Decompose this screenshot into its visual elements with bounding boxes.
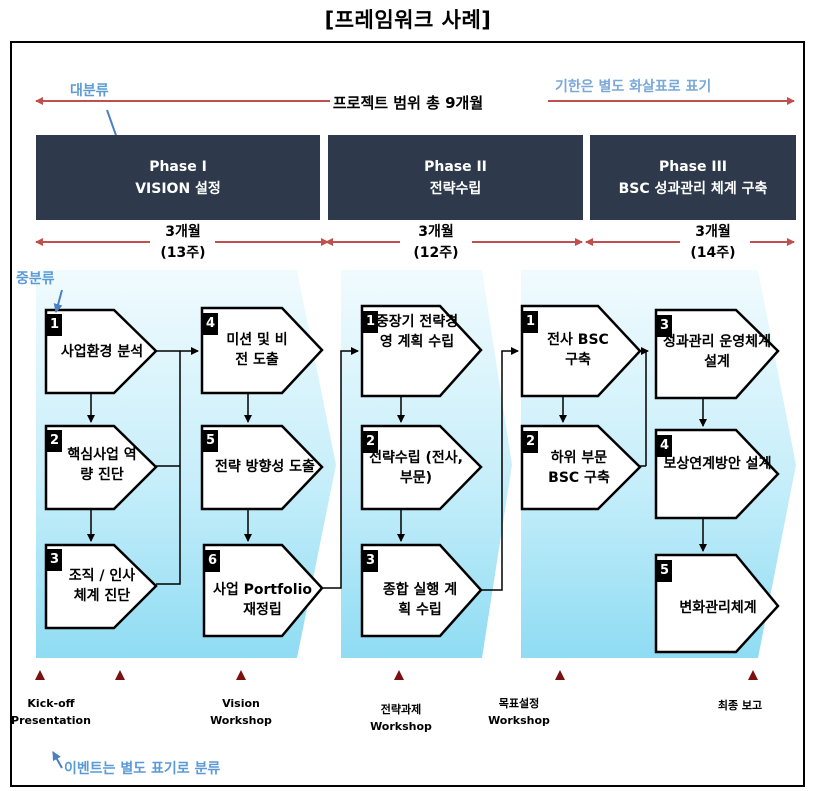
step-number: 2 [363,431,378,453]
page-title: [프레임워크 사례] [324,8,492,32]
step-text: 종합 실행 계획 수립 [382,582,458,618]
step-text: 성과관리 운영체계 설계 [663,334,771,370]
period-note: 기한은 별도 화살표로 표기 [555,79,712,95]
phase-1-header: Phase I VISION 설정 [36,135,320,220]
step-box-p3-1 [520,304,642,398]
event-note-pointer [52,751,63,769]
step-number: 4 [657,435,672,457]
phase-3-duration: 3개월 (14주) [690,224,736,261]
mid-category-note: 중분류 [16,271,55,287]
framework-frame [10,41,805,787]
event-label-vision: Vision Workshop [210,697,272,727]
step-number: 1 [363,311,378,333]
step-number: 3 [657,315,672,337]
step-number: 3 [47,549,62,571]
step-box-p1-6 [202,543,324,638]
step-text: 변화관리체계 [679,600,757,616]
step-text: 전략수립 (전사,부문) [369,450,463,486]
phase-1-duration: 3개월 (13주) [160,224,206,261]
step-text: 하위 부문 BSC 구축 [548,450,610,486]
step-number: 2 [523,431,538,453]
step-number: 3 [363,550,378,572]
phase-1-title: VISION 설정 [135,180,221,197]
event-marker [35,670,45,680]
event-label-final: 최종 보고 [717,699,763,712]
project-scope-label: 프로젝트 범위 총 9개월 [332,94,484,112]
event-label-goal: 목표설정 Workshop [488,697,550,727]
step-number: 6 [205,550,220,572]
phase-3-title: BSC 성과관리 체계 구축 [618,180,768,197]
event-label-kickoff: Kick-off Presentation [11,697,91,727]
step-box-p2-3 [360,543,483,638]
step-number: 5 [203,430,218,452]
step-box-p1-3 [44,543,158,630]
step-text: 미션 및 비전 도출 [226,332,288,368]
step-text: 사업 Portfolio 재정립 [212,582,313,618]
phase-2-duration: 3개월 (12주) [413,224,459,261]
phase-3-name: Phase III [658,158,727,175]
step-number: 1 [523,311,538,333]
step-text: 중장기 전략경영 계획 수립 [375,314,459,350]
step-box-p1-5 [200,424,324,511]
step-box-p3-2 [520,424,642,511]
step-number: 5 [657,560,672,582]
step-number: 1 [47,314,62,336]
event-marker [236,670,246,680]
event-marker [748,670,758,680]
step-text: 전략 방향성 도출 [215,459,315,475]
step-box-p3-3 [654,308,780,400]
step-number: 4 [203,313,218,335]
event-marker [555,670,565,680]
step-text: 사업환경 분석 [60,344,144,360]
step-box-p3-5 [654,553,780,654]
step-box-p1-2 [44,424,158,511]
step-text: 핵심사업 역량 진단 [67,447,137,483]
step-box-p3-4 [654,428,780,520]
step-text: 전사 BSC 구축 [547,332,609,368]
step-text: 조직 / 인사 체계 진단 [68,568,136,604]
step-text: 보상연계방안 설계 [663,456,772,472]
phase-3-header: Phase III BSC 성과관리 체계 구축 [590,135,796,220]
phase-2-title: 전략수립 [429,180,482,197]
event-note: 이벤트는 별도 표기로 분류 [64,761,221,777]
phase-1-name: Phase I [149,158,207,175]
step-box-p2-2 [360,424,483,511]
event-label-strategy: 전략과제 Workshop [370,703,432,733]
event-marker [115,670,125,680]
mid-category-pointer [53,289,63,313]
step-box-p1-1 [44,308,158,395]
event-marker [394,670,404,680]
step-box-p1-4 [200,306,324,395]
major-category-note: 대분류 [70,83,109,99]
phase-2-name: Phase II [424,158,487,175]
step-box-p2-1 [360,304,483,398]
step-number: 2 [47,430,62,452]
phase-2-header: Phase II 전략수립 [328,135,583,220]
